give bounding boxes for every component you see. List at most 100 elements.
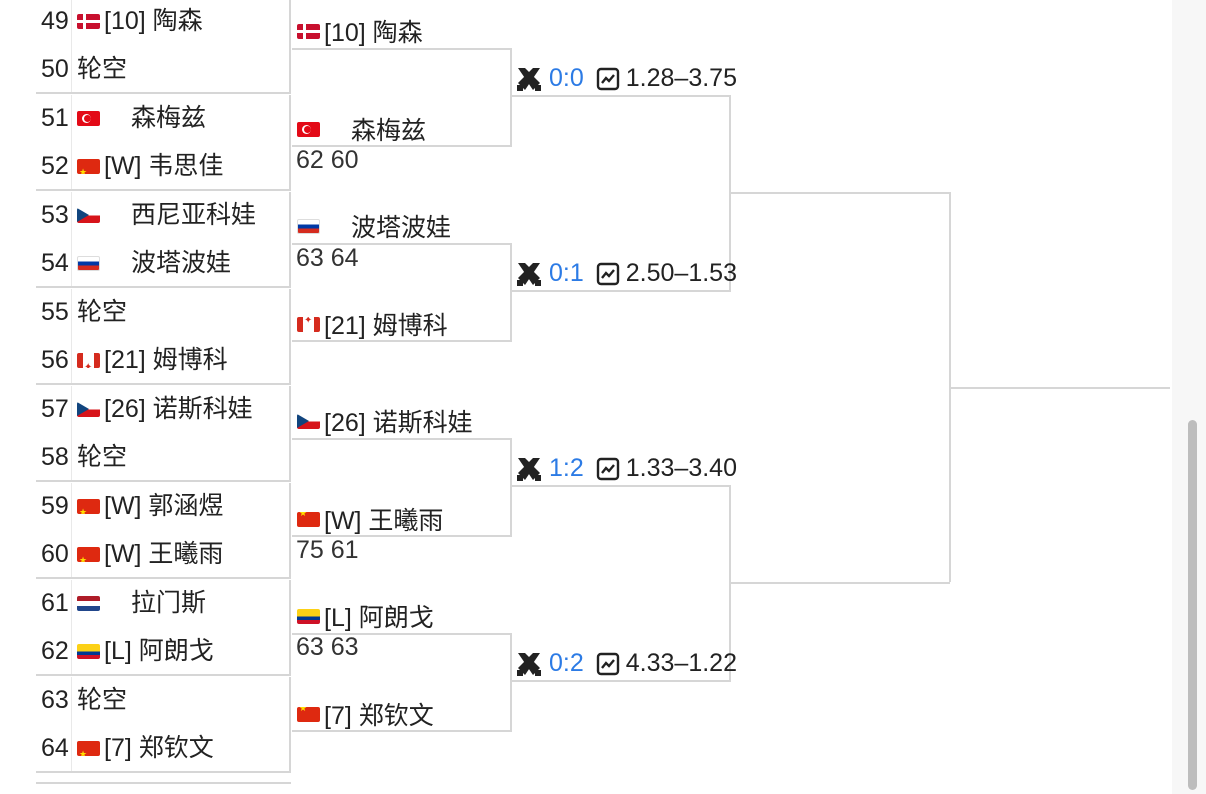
bracket-line	[729, 95, 731, 192]
match-score: 63 63	[296, 633, 359, 661]
bracket-line	[510, 680, 730, 682]
seed-number: 64	[41, 734, 69, 762]
cell-divider	[71, 386, 72, 480]
seed-number: 58	[41, 443, 69, 471]
cell-divider	[71, 483, 72, 577]
player-name: [L] 阿朗戈	[104, 637, 214, 665]
nl-flag-icon	[77, 595, 100, 611]
player-name: [10] 陶森	[324, 19, 423, 47]
player-name: 森梅兹	[351, 117, 427, 145]
head-to-head-link[interactable]: 1:2	[549, 454, 584, 482]
player-entry[interactable]: 61 拉门斯	[41, 586, 206, 620]
cn-flag-icon	[77, 546, 100, 562]
round1-match-cell	[36, 289, 291, 385]
cn-flag-icon	[297, 706, 320, 722]
match-score: 75 61	[296, 536, 359, 564]
player-name: [10] 陶森	[104, 7, 203, 35]
player-entry[interactable]: 53 西尼亚科娃	[41, 198, 256, 232]
cell-divider	[71, 0, 72, 92]
player-entry[interactable]: 62[L] 阿朗戈	[41, 634, 214, 668]
crossed-swords-icon[interactable]	[515, 455, 543, 483]
player-entry[interactable]: 56[21] 姆博科	[41, 343, 228, 377]
cn-flag-icon	[77, 158, 100, 174]
bracket-line	[510, 290, 730, 292]
head-to-head-link[interactable]: 0:0	[549, 64, 584, 92]
co-flag-icon	[77, 643, 100, 659]
player-name: 拉门斯	[131, 589, 207, 617]
player-entry[interactable]: 58 轮空	[41, 440, 127, 474]
cz-flag-icon	[297, 413, 320, 429]
bracket-line	[510, 485, 730, 487]
head-to-head-link[interactable]: 0:2	[549, 649, 584, 677]
dk-flag-icon	[77, 13, 100, 29]
chart-icon[interactable]	[596, 262, 620, 286]
match-info[interactable]: 0:2 4.33–1.22	[515, 649, 737, 678]
player-name: 轮空	[77, 686, 128, 714]
player-name: [W] 王曦雨	[104, 540, 224, 568]
player-name: 轮空	[77, 298, 128, 326]
tr-flag-icon	[297, 121, 320, 137]
seed-number: 61	[41, 589, 69, 617]
advancing-player[interactable]: [10] 陶森	[297, 14, 423, 48]
player-entry[interactable]: 57[26] 诺斯科娃	[41, 392, 253, 426]
player-entry[interactable]: 49[10] 陶森	[41, 4, 203, 38]
round2-match-box	[292, 633, 512, 732]
seed-number: 53	[41, 201, 69, 229]
advancing-player[interactable]: [21] 姆博科	[297, 307, 448, 341]
player-entry[interactable]: 55 轮空	[41, 295, 127, 329]
player-name: [7] 郑钦文	[104, 734, 214, 762]
ru-flag-icon	[297, 218, 320, 234]
bracket-line	[729, 582, 731, 682]
bracket-line	[510, 95, 730, 97]
seed-number: 54	[41, 249, 69, 277]
player-entry[interactable]: 52[W] 韦思佳	[41, 149, 223, 183]
seed-number: 57	[41, 395, 69, 423]
player-name: [21] 姆博科	[324, 312, 448, 340]
chart-icon[interactable]	[596, 67, 620, 91]
player-name: [7] 郑钦文	[324, 702, 434, 730]
seed-number: 59	[41, 492, 69, 520]
chart-icon[interactable]	[596, 457, 620, 481]
cell-divider	[71, 580, 72, 674]
player-name: 西尼亚科娃	[131, 201, 257, 229]
ca-flag-icon	[297, 316, 320, 332]
crossed-swords-icon[interactable]	[515, 650, 543, 678]
player-name: 轮空	[77, 443, 128, 471]
match-info[interactable]: 0:1 2.50–1.53	[515, 259, 737, 288]
head-to-head-link[interactable]: 0:1	[549, 259, 584, 287]
crossed-swords-icon[interactable]	[515, 260, 543, 288]
advancing-player[interactable]: 森梅兹	[297, 112, 426, 146]
odds-value: 2.50–1.53	[625, 259, 737, 287]
scrollbar[interactable]	[1188, 420, 1197, 790]
player-entry[interactable]: 60 [W] 王曦雨	[41, 537, 223, 571]
player-name: 森梅兹	[131, 104, 207, 132]
cell-divider	[71, 289, 72, 383]
player-name: 波塔波娃	[131, 249, 232, 277]
player-entry[interactable]: 64 [7] 郑钦文	[41, 731, 214, 765]
advancing-player[interactable]: [26] 诺斯科娃	[297, 404, 473, 438]
co-flag-icon	[297, 608, 320, 624]
advancing-player[interactable]: [W] 王曦雨	[297, 502, 443, 536]
round2-match-box	[292, 243, 512, 342]
crossed-swords-icon[interactable]	[515, 65, 543, 93]
seed-number: 55	[41, 298, 69, 326]
cn-flag-icon	[297, 511, 320, 527]
player-entry[interactable]: 59[W] 郭涵煜	[41, 489, 223, 523]
advancing-player[interactable]: 波塔波娃	[297, 209, 451, 243]
match-info[interactable]: 0:0 1.28–3.75	[515, 64, 737, 93]
seed-number: 60	[41, 540, 69, 568]
player-entry[interactable]: 54 波塔波娃	[41, 246, 231, 280]
advancing-player[interactable]: [7] 郑钦文	[297, 697, 434, 731]
odds-value: 4.33–1.22	[625, 649, 737, 677]
advancing-player[interactable]: [L] 阿朗戈	[297, 599, 434, 633]
match-score: 63 64	[296, 244, 359, 272]
chart-icon[interactable]	[596, 652, 620, 676]
cell-divider	[71, 95, 72, 189]
odds-value: 1.28–3.75	[625, 64, 737, 92]
match-score: 62 60	[296, 146, 359, 174]
